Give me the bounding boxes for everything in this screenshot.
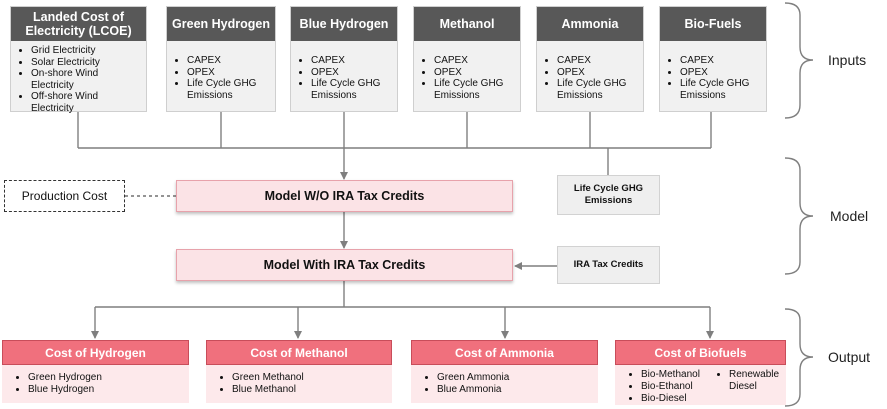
output-card-title: Cost of Biofuels — [615, 340, 786, 365]
list-item: Life Cycle GHG Emissions — [311, 78, 393, 101]
list-item: Life Cycle GHG Emissions — [557, 78, 639, 101]
inputs-label: Inputs — [828, 52, 867, 68]
input-card-ammonia: Ammonia CAPEX OPEX Life Cycle GHG Emissi… — [536, 6, 644, 112]
list-item: Green Methanol — [232, 372, 304, 384]
list-item: CAPEX — [680, 55, 762, 67]
input-list: Grid Electricity Solar Electricity On-sh… — [11, 45, 146, 114]
list-item: Blue Methanol — [232, 384, 304, 396]
model-without-ira-box: Model W/O IRA Tax Credits — [176, 180, 513, 212]
list-item: OPEX — [187, 67, 271, 79]
list-item: Green Ammonia — [437, 372, 509, 384]
input-list: CAPEX OPEX Life Cycle GHG Emissions — [291, 55, 397, 101]
output-card-title: Cost of Ammonia — [411, 340, 598, 365]
output-card-ammonia: Cost of Ammonia Green Ammonia Blue Ammon… — [411, 340, 598, 403]
list-item: OPEX — [680, 67, 762, 79]
model-with-ira-box: Model With IRA Tax Credits — [176, 249, 513, 281]
list-item: OPEX — [311, 67, 393, 79]
list-item: Life Cycle GHG Emissions — [187, 78, 271, 101]
production-cost-box: Production Cost — [4, 180, 125, 212]
input-card-blue-hydrogen: Blue Hydrogen CAPEX OPEX Life Cycle GHG … — [290, 6, 398, 112]
list-item: Renewable Diesel — [729, 369, 795, 393]
list-item: Life Cycle GHG Emissions — [680, 78, 762, 101]
list-item: CAPEX — [311, 55, 393, 67]
input-card-title: Ammonia — [537, 7, 643, 41]
input-card-title: Green Hydrogen — [167, 7, 275, 41]
output-list: Renewable Diesel — [711, 369, 795, 393]
input-card-bio-fuels: Bio-Fuels CAPEX OPEX Life Cycle GHG Emis… — [659, 6, 767, 112]
list-item: Solar Electricity — [31, 57, 142, 69]
list-item: Bio-Ethanol — [641, 381, 700, 393]
list-item: OPEX — [434, 67, 516, 79]
list-item: Blue Hydrogen — [28, 384, 102, 396]
list-item: CAPEX — [187, 55, 271, 67]
input-card-title: Methanol — [414, 7, 520, 41]
input-card-title: Bio-Fuels — [660, 7, 766, 41]
list-item: Off-shore Wind Electricity — [31, 91, 142, 114]
input-card-methanol: Methanol CAPEX OPEX Life Cycle GHG Emiss… — [413, 6, 521, 112]
model-label: Model — [830, 208, 869, 224]
output-card-title: Cost of Methanol — [206, 340, 392, 365]
lifecycle-ghg-box: Life Cycle GHG Emissions — [557, 175, 660, 215]
output-card-hydrogen: Cost of Hydrogen Green Hydrogen Blue Hyd… — [2, 340, 189, 403]
input-card-title: Blue Hydrogen — [291, 7, 397, 41]
output-list: Green Methanol Blue Methanol — [214, 372, 304, 396]
input-card-lcoe: Landed Cost of Electricity (LCOE) Grid E… — [10, 6, 147, 114]
list-item: OPEX — [557, 67, 639, 79]
list-item: Life Cycle GHG Emissions — [434, 78, 516, 101]
list-item: Bio-Methanol — [641, 369, 700, 381]
input-card-title: Landed Cost of Electricity (LCOE) — [11, 7, 146, 41]
output-card-title: Cost of Hydrogen — [2, 340, 189, 365]
output-card-methanol: Cost of Methanol Green Methanol Blue Met… — [206, 340, 392, 403]
input-list: CAPEX OPEX Life Cycle GHG Emissions — [660, 55, 766, 101]
output-label: Output — [828, 349, 871, 365]
output-card-biofuels: Cost of Biofuels Bio-Methanol Bio-Ethano… — [615, 340, 786, 405]
list-item: CAPEX — [434, 55, 516, 67]
list-item: Bio-Diesel — [641, 393, 700, 405]
input-list: CAPEX OPEX Life Cycle GHG Emissions — [537, 55, 643, 101]
list-item: Grid Electricity — [31, 45, 142, 57]
list-item: CAPEX — [557, 55, 639, 67]
list-item: Green Hydrogen — [28, 372, 102, 384]
output-list: Bio-Methanol Bio-Ethanol Bio-Diesel — [623, 369, 700, 405]
list-item: Blue Ammonia — [437, 384, 509, 396]
input-card-green-hydrogen: Green Hydrogen CAPEX OPEX Life Cycle GHG… — [166, 6, 276, 112]
input-list: CAPEX OPEX Life Cycle GHG Emissions — [414, 55, 520, 101]
output-list: Green Hydrogen Blue Hydrogen — [10, 372, 102, 396]
list-item: On-shore Wind Electricity — [31, 68, 142, 91]
output-list: Green Ammonia Blue Ammonia — [419, 372, 509, 396]
input-list: CAPEX OPEX Life Cycle GHG Emissions — [167, 55, 275, 101]
ira-tax-credits-box: IRA Tax Credits — [557, 246, 660, 284]
